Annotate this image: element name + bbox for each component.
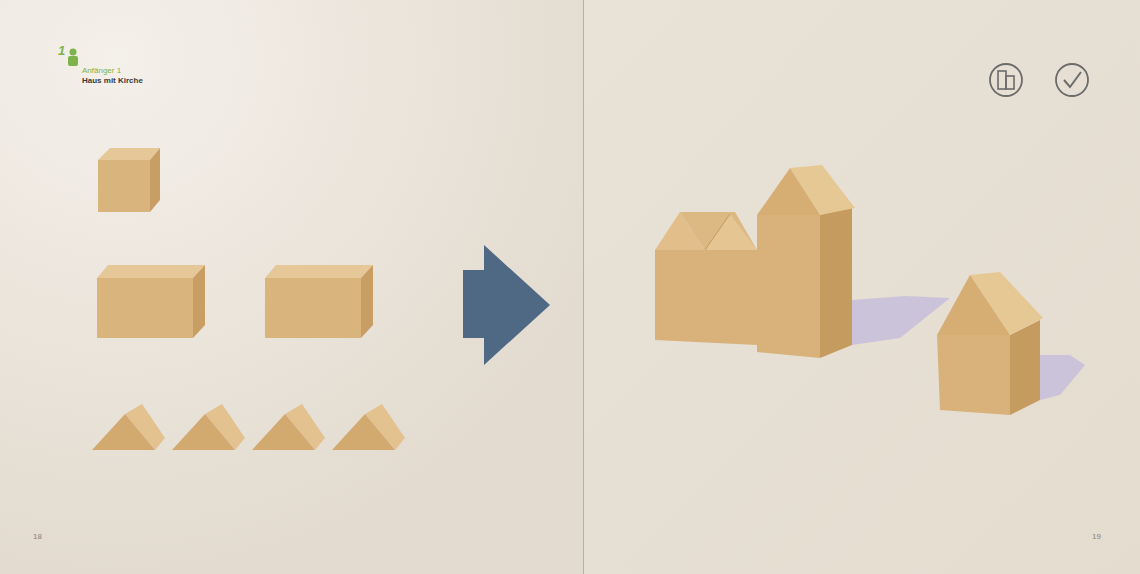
- book-icon: [990, 64, 1022, 96]
- shadow: [852, 296, 950, 345]
- church-tower: [757, 165, 855, 358]
- shadow: [1040, 355, 1085, 400]
- page-number: 18: [33, 532, 42, 541]
- level-icon: [68, 49, 78, 67]
- left-page: [0, 0, 583, 574]
- page-number: 19: [1092, 532, 1101, 541]
- check-icon: [1056, 64, 1088, 96]
- level-number: 1: [58, 43, 65, 58]
- step-arrow: [463, 245, 550, 365]
- long-block: [265, 265, 373, 338]
- right-page: [584, 0, 1140, 574]
- roof-prism: [332, 404, 405, 450]
- level-label: Anfänger 1: [82, 66, 121, 75]
- roof-prism: [172, 404, 245, 450]
- page-fold: [583, 0, 584, 574]
- page-title: Haus mit Kirche: [82, 76, 143, 85]
- cube-block: [98, 148, 160, 212]
- roof-prism: [92, 404, 165, 450]
- small-house: [937, 272, 1043, 415]
- roof-prism: [252, 404, 325, 450]
- long-block: [97, 265, 205, 338]
- church-nave: [655, 212, 757, 345]
